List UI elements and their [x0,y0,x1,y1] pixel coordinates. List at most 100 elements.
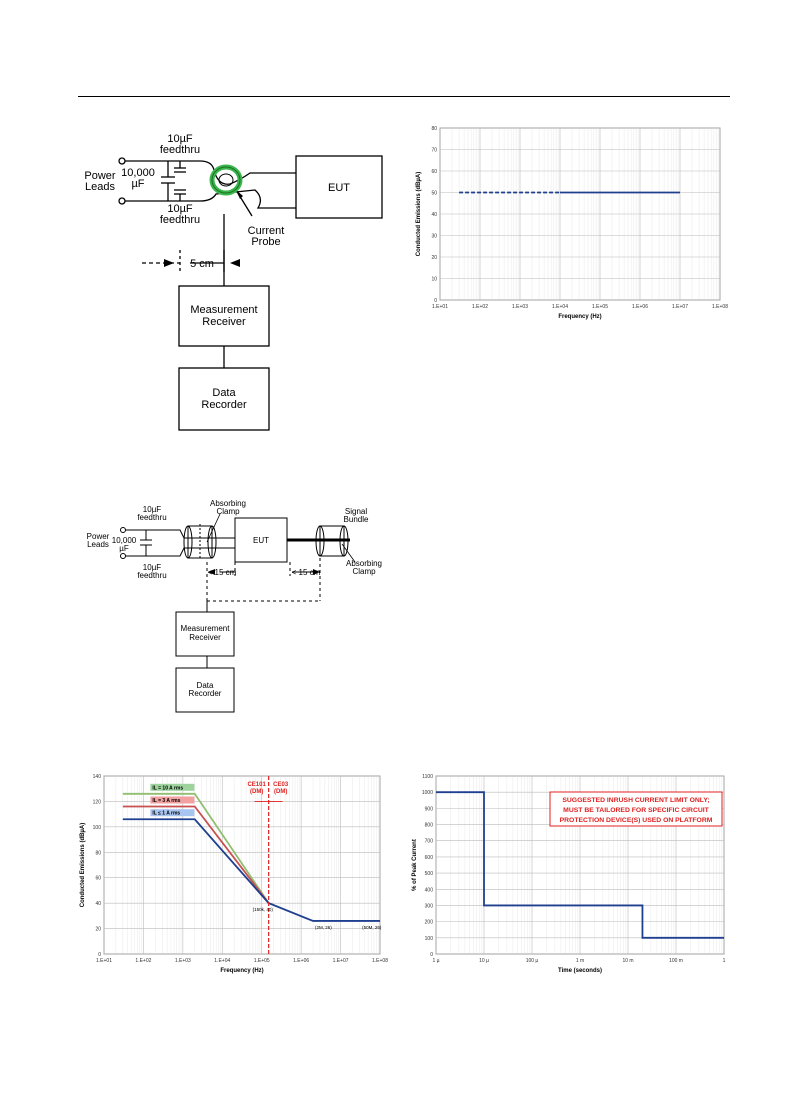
figure-probe-setup: 10µF feedthru 10µF feedthru 10,000 µF Po… [84,133,383,431]
y-tick-label: 500 [425,871,434,877]
y-tick-label: 900 [425,806,434,812]
fig2-power-leads: Power [87,532,110,541]
series-label-bg-2 [150,809,195,817]
y-tick-label: 800 [425,823,434,829]
y-tick-label: 30 [431,234,437,240]
x-tick-label: 1.E+08 [372,958,388,964]
x-tick-label: 1.E+02 [472,304,488,310]
y-tick-label: 60 [95,876,101,882]
fig2-recorder-2: Recorder [189,689,222,698]
x-tick-label: 10 m [622,958,633,964]
receiver-label: Measurement [190,304,257,316]
x-tick-label: 1.E+04 [552,304,568,310]
fig2-feedthru-bottom: 10µF [143,563,162,572]
notice-line: SUGGESTED INRUSH CURRENT LIMIT ONLY; [562,797,709,804]
feedthru-top-label-2: feedthru [160,144,200,156]
fig2-power-leads-2: Leads [87,540,109,549]
series-label-2: IL ≤ 1 A rms [152,811,180,817]
x-axis-label: Time (seconds) [558,968,602,974]
feedthru-bottom-label: 10µF [167,203,193,215]
y-tick-label: 140 [93,774,102,780]
x-tick-label: 1.E+01 [96,958,112,964]
fig2-clamp-left: Absorbing [210,499,246,508]
y-tick-label: 300 [425,903,434,909]
receiver-label-2: Receiver [202,316,246,328]
x-tick-label: 1.E+04 [214,958,230,964]
y-tick-label: 700 [425,839,434,845]
fig2-recorder: Data [197,681,214,690]
notice-box [549,791,723,827]
x-tick-label: 10 µ [479,958,489,964]
y-tick-label: 200 [425,920,434,926]
y-axis-label: Conducted Emissions (dBµA) [416,172,422,256]
notice-line: MUST BE TAILORED FOR SPECIFIC CIRCUIT [563,807,709,814]
series-label-bg-1 [150,796,195,804]
point-annotation: (2M, 26) [315,925,332,930]
x-tick-label: 1.E+01 [432,304,448,310]
y-tick-label: 40 [95,901,101,907]
y-tick-label: 80 [431,126,437,132]
boundary-label: CE101 [247,782,266,788]
y-tick-label: 100 [93,825,102,831]
y-tick-label: 0 [434,298,437,304]
fig2-cap-unit: µF [119,544,129,553]
x-tick-label: 1.E+02 [135,958,151,964]
x-tick-label: 1.E+06 [293,958,309,964]
point-annotation: (50M, 26) [362,925,382,930]
y-tick-label: 120 [93,799,102,805]
y-tick-label: 400 [425,887,434,893]
fig2-feedthru-top: 10µF [143,505,162,514]
distance-label: 5 cm [190,258,214,270]
x-axis-label: Frequency (Hz) [558,314,601,320]
x-tick-label: 100 µ [526,958,539,964]
series-line-0 [436,791,724,939]
fig2-eut: EUT [253,536,269,545]
x-tick-label: 1.E+03 [175,958,191,964]
current-probe-label: Current [248,225,285,237]
eut-label: EUT [328,182,350,194]
x-tick-label: 1.E+05 [592,304,608,310]
x-axis-label: Frequency (Hz) [220,968,263,974]
series-label-0: IL = 10 A rms [152,785,183,791]
y-tick-label: 50 [431,191,437,197]
y-tick-label: 40 [431,212,437,218]
y-tick-label: 20 [95,927,101,933]
x-tick-label: 1.E+05 [254,958,270,964]
y-tick-label: 1000 [422,790,433,796]
point-annotation: (150k, 40) [253,907,274,912]
fig2-signal-bundle-2: Bundle [344,515,369,524]
cap-unit-label: µF [131,178,144,190]
x-tick-label: 1.E+03 [512,304,528,310]
recorder-label-2: Recorder [201,399,247,411]
fig2-clamp-left-2: Clamp [216,507,240,516]
y-tick-label: 60 [431,169,437,175]
boundary-label: (DM) [274,789,287,795]
feedthru-bottom-label-2: feedthru [160,214,200,226]
fig2-dist-right: < 15 cm [292,568,321,577]
y-tick-label: 10 [431,277,437,283]
x-tick-label: 1 [723,958,726,964]
recorder-label: Data [212,387,236,399]
boundary-label: CE03 [273,782,289,788]
figure-clamp-setup: 10µF feedthru 10µF feedthru 10,000 µF Po… [87,499,382,713]
boundary-label: (DM) [250,789,263,795]
y-tick-label: 100 [425,936,434,942]
fig2-cap-value: 10,000 [112,536,137,545]
x-tick-label: 1 µ [432,958,439,964]
fig2-feedthru-bottom-2: feedthru [137,571,166,580]
y-tick-label: 600 [425,855,434,861]
fig2-clamp-right: Absorbing [346,559,382,568]
y-axis-label: Conducted Emissions (dBµA) [80,823,86,907]
x-tick-label: 1.E+06 [632,304,648,310]
chart-power-lead-limit: 1.E+01 1.E+02 1.E+03 1.E+04 1.E+05 1.E+06 1.E+… [80,774,388,974]
series-label-bg-0 [150,783,195,791]
series-line-1 [122,805,270,904]
y-axis-label: % of Peak Current [412,839,418,891]
power-leads-label: Power [84,170,116,182]
fig2-clamp-right-2: Clamp [352,567,376,576]
fig2-receiver-2: Receiver [189,633,221,642]
series-label-1: IL = 3 A rms [152,798,180,804]
x-tick-label: 1 m [576,958,584,964]
